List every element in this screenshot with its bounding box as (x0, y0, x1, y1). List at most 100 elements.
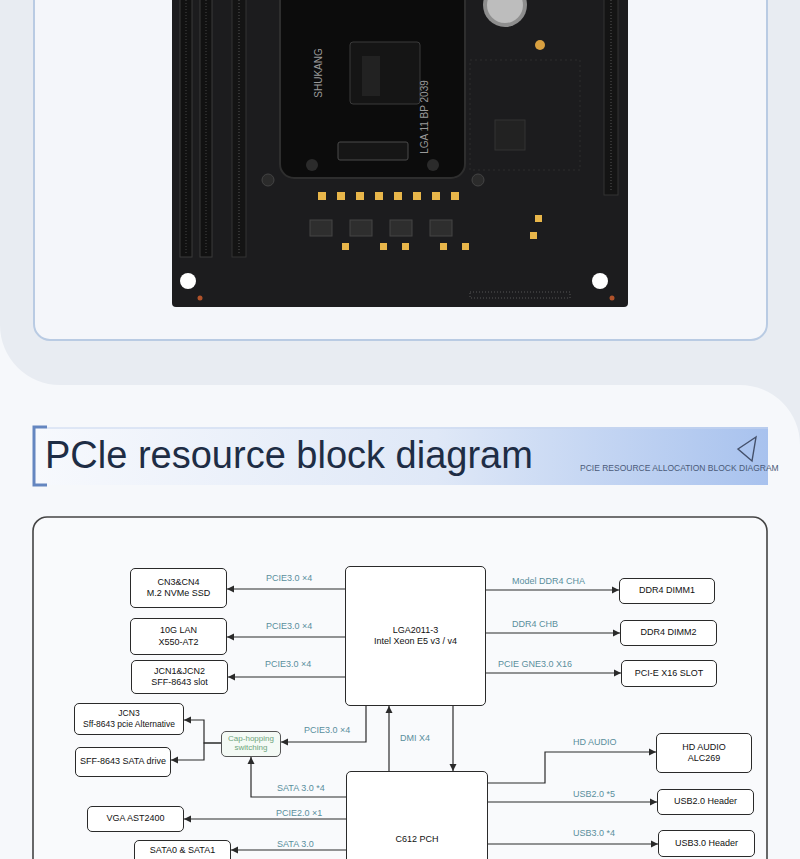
edge-label: PCIE2.0 ×1 (276, 809, 322, 818)
connector (227, 586, 345, 593)
socket-hole (306, 159, 318, 171)
connector-line (171, 743, 221, 760)
connector-line (488, 843, 658, 844)
connector (184, 816, 346, 823)
dimm-slot (200, 0, 212, 257)
arrow-head (651, 841, 658, 848)
connector-line (227, 636, 345, 637)
header-strip (604, 0, 618, 195)
connector (281, 706, 366, 746)
connector-line (452, 706, 453, 771)
capacitor (356, 192, 364, 200)
edge-label: PCIE GNE3.0 X16 (498, 660, 572, 669)
capacitor (394, 192, 402, 200)
capacitor (462, 243, 469, 250)
box-text: Sff-8643 pcie Alternative (83, 719, 175, 730)
connector-line (388, 706, 389, 771)
edge-label: DMI X4 (400, 734, 430, 743)
box-text: SFF-8643 SATA drive (80, 756, 166, 767)
component (198, 296, 203, 301)
component-box: USB2.0 Header (657, 789, 754, 815)
component-box: CN3&CN4M.2 NVMe SSD (130, 568, 227, 608)
slot-pins (186, 0, 187, 255)
edge-label: SATA 3.0 (277, 840, 314, 849)
box-text: CN3&CN4 (157, 577, 199, 588)
connector (488, 749, 656, 784)
box-text: HD AUDIO (682, 742, 726, 753)
connector (248, 757, 347, 797)
box-text: PCI-E X16 SLOT (635, 668, 704, 679)
component-box: C612 PCH (346, 771, 488, 859)
connector (486, 630, 620, 637)
dimm-slot (232, 0, 246, 257)
connector (488, 799, 657, 806)
socket-pad (362, 56, 380, 96)
box-text: Cap-hopping switching (222, 735, 280, 753)
connector (486, 587, 619, 594)
box-text: M.2 NVMe SSD (147, 588, 211, 599)
cmos-battery (483, 0, 527, 27)
capacitor (535, 215, 542, 222)
capacitor (318, 192, 326, 200)
box-text: SFF-8643 slot (151, 677, 208, 688)
edge-label: USB2.0 *5 (573, 790, 615, 799)
capacitor (413, 192, 421, 200)
socket-hole (472, 174, 484, 186)
arrow-head (613, 630, 620, 637)
component-box: DDR4 DIMM1 (619, 578, 715, 604)
component-box: SFF-8643 SATA drive (75, 747, 171, 777)
box-text: VGA AST2400 (106, 813, 164, 824)
choke (430, 220, 452, 236)
component-box: Cap-hopping switching (221, 731, 281, 757)
connector-line (281, 706, 366, 742)
connector-line (231, 849, 346, 850)
connector-line (488, 752, 656, 783)
diagram-frame (33, 517, 767, 859)
connector (227, 634, 345, 641)
photo-card (34, 0, 767, 340)
component-box: VGA AST2400 (87, 806, 184, 832)
box-text: JCN3 (118, 708, 139, 719)
component-field (470, 60, 580, 170)
capacitor (440, 243, 447, 250)
socket-latch (338, 142, 408, 160)
box-text: JCN1&JCN2 (154, 666, 205, 677)
chip (495, 120, 525, 150)
arrow-head (227, 634, 234, 641)
connector (184, 717, 221, 744)
box-text: SATA0 & SATA1 (150, 845, 215, 856)
connector-line (184, 720, 221, 743)
slot-pins (239, 0, 240, 255)
connector-line (228, 676, 345, 677)
box-text: ALC269 (688, 753, 721, 764)
box-text: USB3.0 Header (675, 838, 738, 849)
connector (386, 706, 393, 771)
silkscreen-text: LGA 11 BP 2039 (420, 80, 430, 154)
box-text: X550-AT2 (159, 637, 199, 648)
connector-line (486, 589, 619, 590)
box-text: DDR4 DIMM2 (640, 627, 696, 638)
box-text: DDR4 DIMM1 (639, 585, 695, 596)
arrow-head (281, 739, 288, 746)
subtitle: PCIE RESOURCE ALLOCATION BLOCK DIAGRAM (580, 464, 779, 473)
connector-line (184, 818, 346, 819)
diagram-title: PCle resource block diagram (45, 436, 533, 474)
component (610, 296, 615, 301)
slot-pins (206, 0, 207, 255)
arrow-head (450, 764, 457, 771)
capacitor (402, 243, 409, 250)
band-line (47, 428, 768, 429)
connector (228, 674, 345, 681)
pcb (172, 0, 628, 307)
component-box: JCN1&JCN2SFF-8643 slot (131, 660, 228, 694)
arrow-head (228, 674, 235, 681)
edge-label: Model DDR4 CHA (512, 577, 585, 586)
edge-label: PCIE3.0 ×4 (266, 574, 312, 583)
component-box: PCI-E X16 SLOT (621, 660, 717, 687)
arrow-head (386, 706, 393, 713)
capacitor (337, 192, 345, 200)
component (535, 40, 545, 50)
cmos-battery (487, 0, 523, 23)
component-box: HD AUDIOALC269 (656, 733, 752, 773)
